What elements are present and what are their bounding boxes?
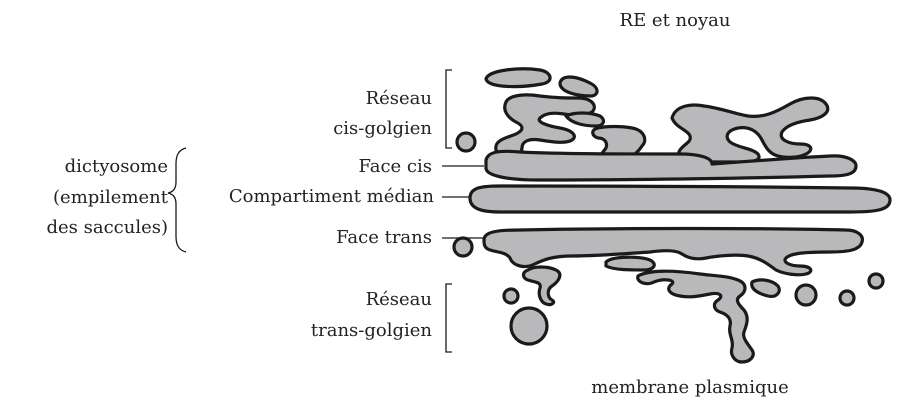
trans-network-bracket	[446, 284, 452, 352]
cis-network-label-line2: cis-golgien	[250, 117, 432, 141]
bottom-label: membrane plasmique	[580, 376, 800, 400]
cis-vesicle-top-right	[560, 77, 597, 96]
trans-tubule-left	[524, 267, 560, 305]
trans-vesicle-large	[511, 308, 547, 344]
trans-vesicle-3	[840, 291, 854, 305]
top-label: RE et noyau	[600, 9, 750, 33]
cis-network-label-line1: Réseau	[250, 87, 432, 111]
cis-vesicle-top-left	[486, 69, 550, 87]
cis-cisterna-right	[672, 98, 828, 162]
trans-vesicle-left	[454, 238, 472, 256]
cis-network-bracket	[446, 70, 452, 148]
trans-tubule-right	[638, 271, 754, 362]
trans-vesicle-1	[504, 289, 518, 303]
face-cis-label: Face cis	[250, 155, 432, 179]
trans-bud-a	[606, 257, 654, 270]
median-cisterna	[470, 186, 890, 212]
trans-vesicle-4	[869, 274, 883, 288]
trans-network-label-line1: Réseau	[250, 288, 432, 312]
trans-vesicle-2	[796, 285, 816, 305]
dictyosome-label-line3: des saccules)	[0, 216, 168, 240]
dictyosome-label-line2: (empilement	[0, 186, 168, 210]
face-trans-label: Face trans	[250, 226, 432, 250]
median-compartment-label: Compartiment médian	[150, 185, 434, 209]
trans-network-label-line2: trans-golgien	[250, 319, 432, 343]
cis-small-vesicle	[457, 133, 475, 151]
trans-bud-right	[752, 280, 780, 296]
cis-bud-mid	[566, 113, 603, 126]
dictyosome-label-line1: dictyosome	[0, 155, 168, 179]
